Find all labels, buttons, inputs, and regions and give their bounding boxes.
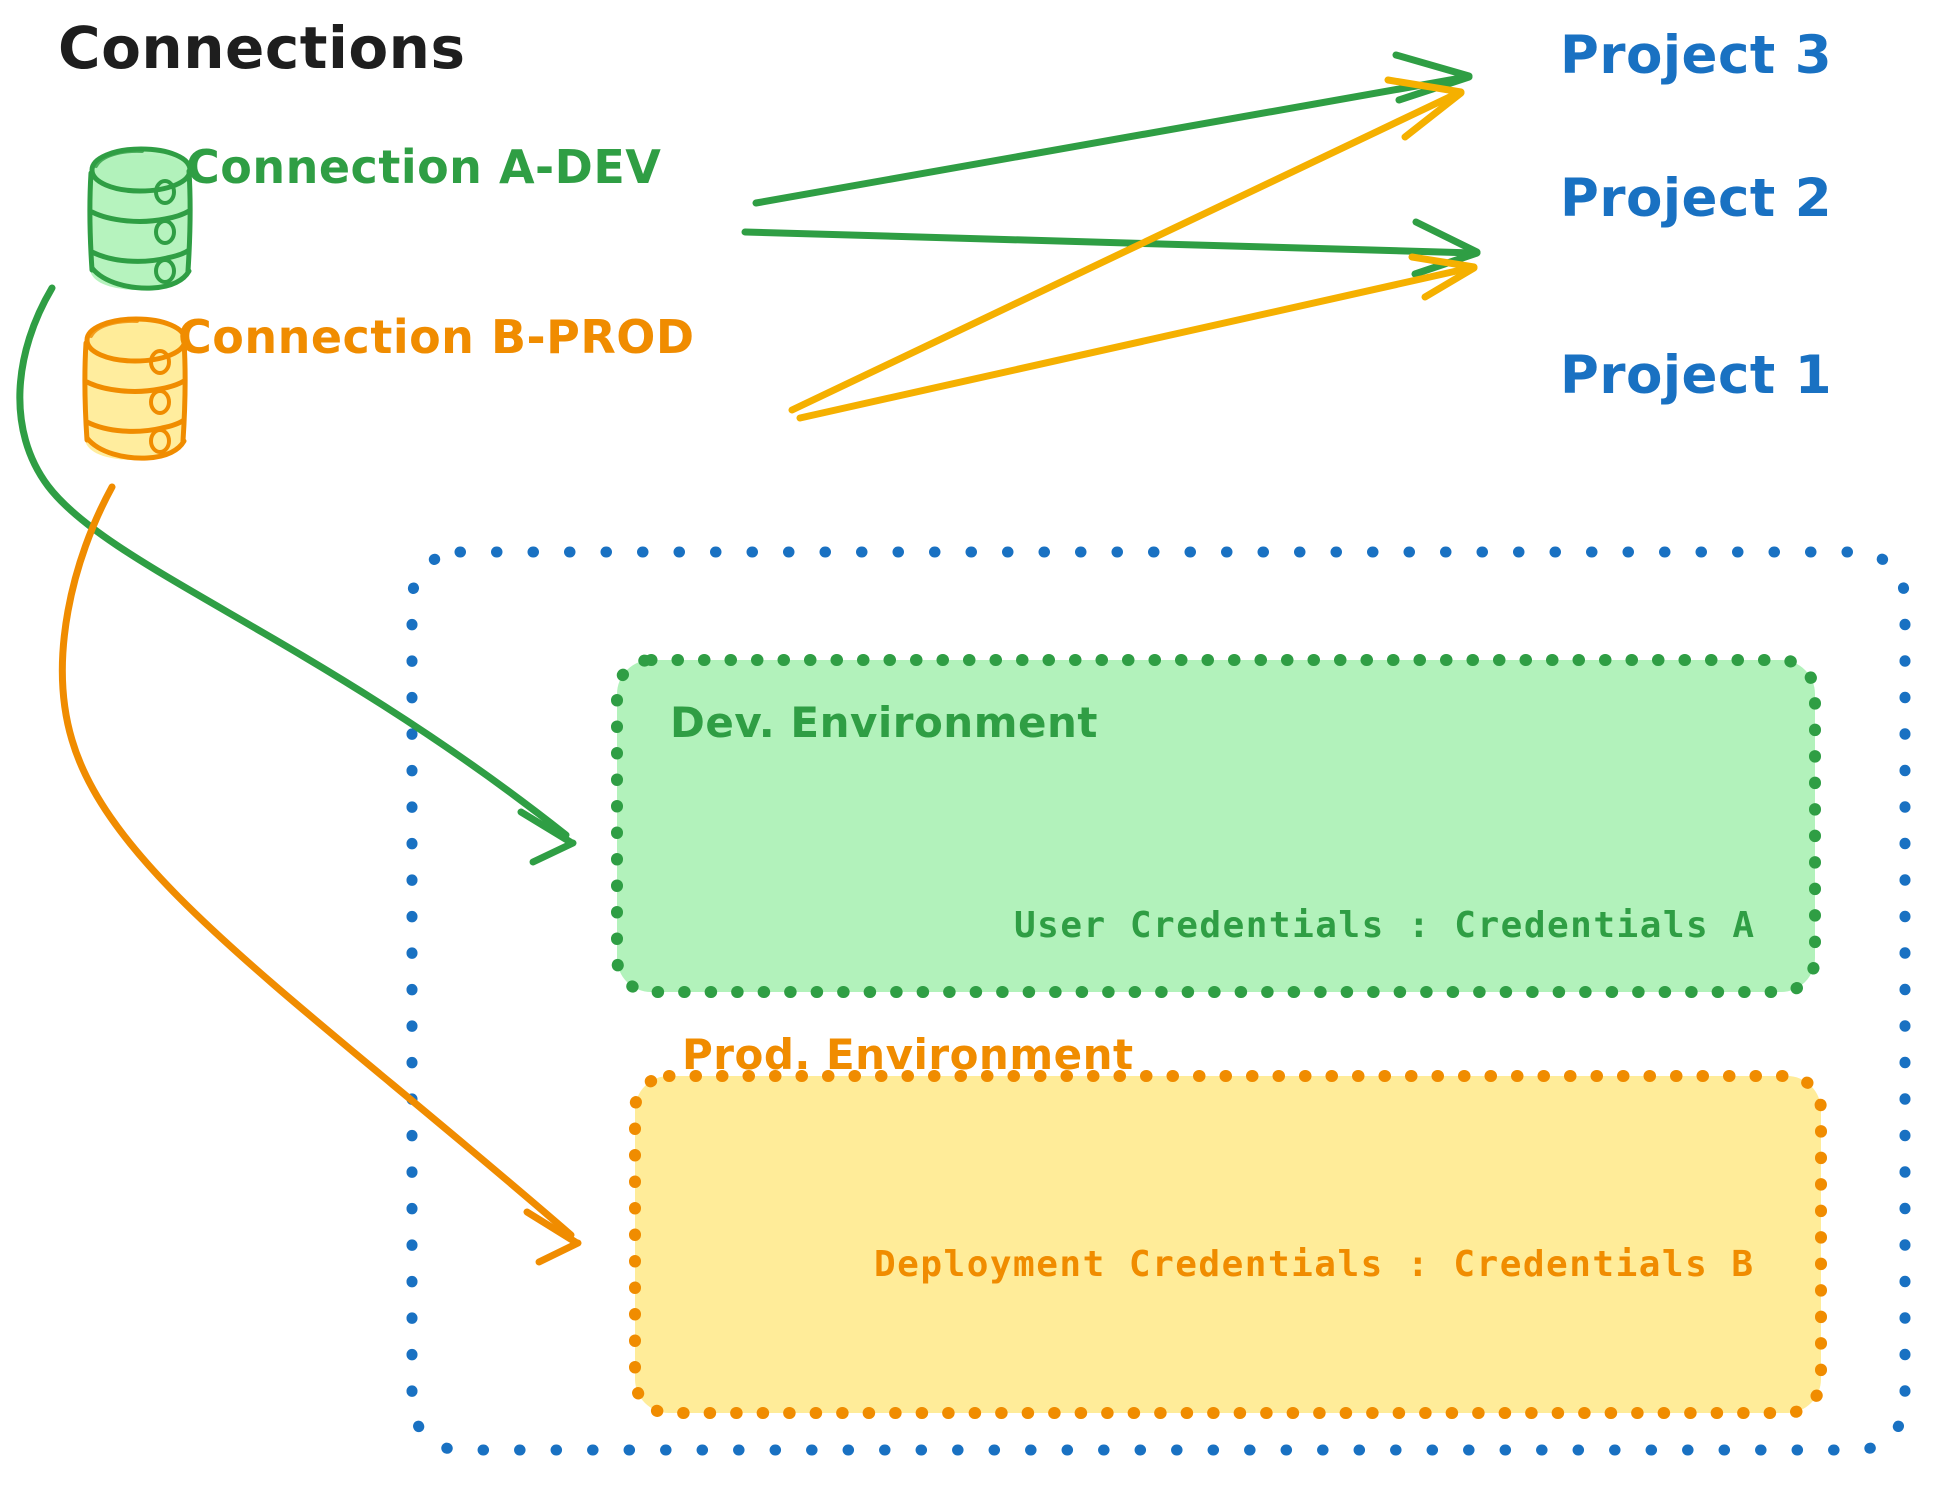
arrow-conn-a-to-project-2 (741, 218, 1481, 278)
project-2-label: Project 2 (1560, 168, 1833, 229)
arrow-conn-b-to-project-3 (788, 76, 1465, 414)
arrow-conn-b-to-project-2 (796, 253, 1478, 422)
project-1-container (406, 546, 1911, 1456)
project-3-label: Project 3 (1560, 25, 1833, 86)
prod-environment-credentials: Deployment Credentials : Credentials B (874, 1244, 1755, 1285)
prod-environment-label: Prod. Environment (682, 1030, 1134, 1079)
arrow-conn-a-to-project-3 (752, 51, 1473, 207)
page-title: Connections (58, 14, 466, 82)
prod-environment-box (629, 1070, 1827, 1419)
database-icon-a (87, 146, 193, 291)
dev-environment-credentials: User Credentials : Credentials A (1014, 905, 1756, 946)
database-icon-b (82, 316, 188, 461)
connection-a-label: Connection A-DEV (186, 140, 662, 194)
project-1-label: Project 1 (1560, 345, 1833, 406)
connection-b-label: Connection B-PROD (178, 310, 695, 364)
dev-environment-box (611, 654, 1821, 998)
dev-environment-label: Dev. Environment (670, 698, 1098, 747)
arrow-conn-b-to-prod-environment (58, 483, 582, 1266)
